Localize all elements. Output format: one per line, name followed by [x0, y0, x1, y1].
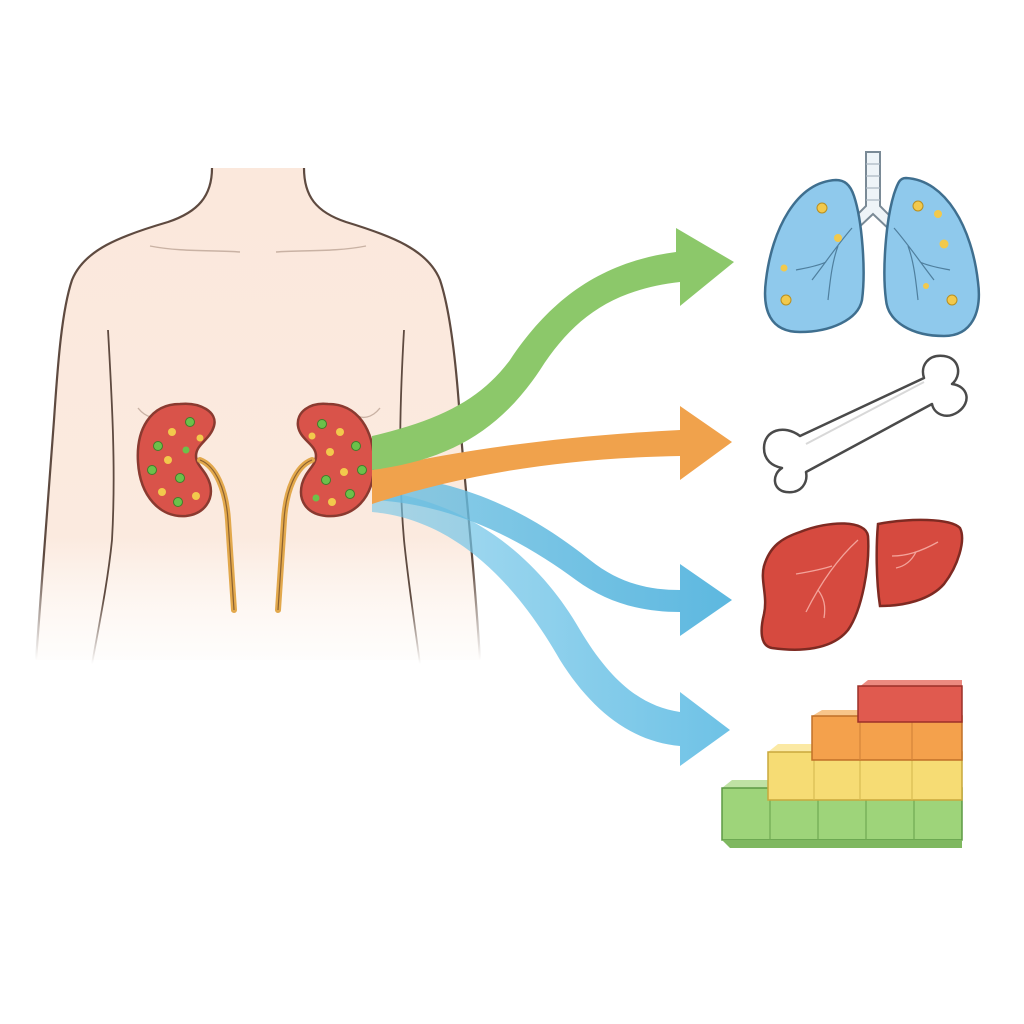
liver-left-lobe	[760, 522, 870, 651]
right-lung	[883, 176, 981, 338]
trachea-rings	[866, 163, 880, 201]
bronchi	[795, 227, 951, 301]
bone-shape	[762, 354, 968, 494]
torso-outline-left	[34, 167, 214, 661]
left-ureter-edge	[199, 459, 235, 611]
left-lung	[763, 178, 865, 334]
left-arm-line	[91, 329, 115, 665]
lungs-icon	[763, 151, 981, 338]
left-kidney	[136, 402, 237, 613]
block-row-red	[857, 680, 963, 723]
collarbone-left	[149, 245, 241, 253]
human-torso	[34, 167, 482, 665]
liver-veins	[795, 539, 939, 619]
flow-arrow-bone	[372, 406, 732, 504]
stacked-blocks-icon	[721, 680, 963, 848]
left-kidney-dots	[147, 417, 204, 507]
bone-icon	[762, 354, 968, 494]
collarbone-right	[275, 245, 367, 253]
kidneys	[136, 402, 376, 613]
liver-right-lobe	[875, 518, 964, 608]
flow-arrow-blocks	[372, 490, 730, 766]
torso-silhouette	[36, 168, 480, 660]
flow-arrows	[372, 228, 734, 766]
flow-arrow-liver	[372, 474, 732, 636]
block-row-orange	[811, 710, 963, 761]
left-kidney-shape	[136, 402, 216, 518]
liver-icon	[760, 518, 964, 651]
right-ureter-edge	[277, 459, 313, 611]
lung-particles	[780, 200, 958, 306]
flow-arrow-lungs	[372, 228, 734, 470]
right-kidney-dots	[308, 419, 367, 506]
right-arm-line	[399, 329, 421, 665]
bone-shading	[805, 381, 925, 445]
right-kidney	[275, 402, 376, 613]
